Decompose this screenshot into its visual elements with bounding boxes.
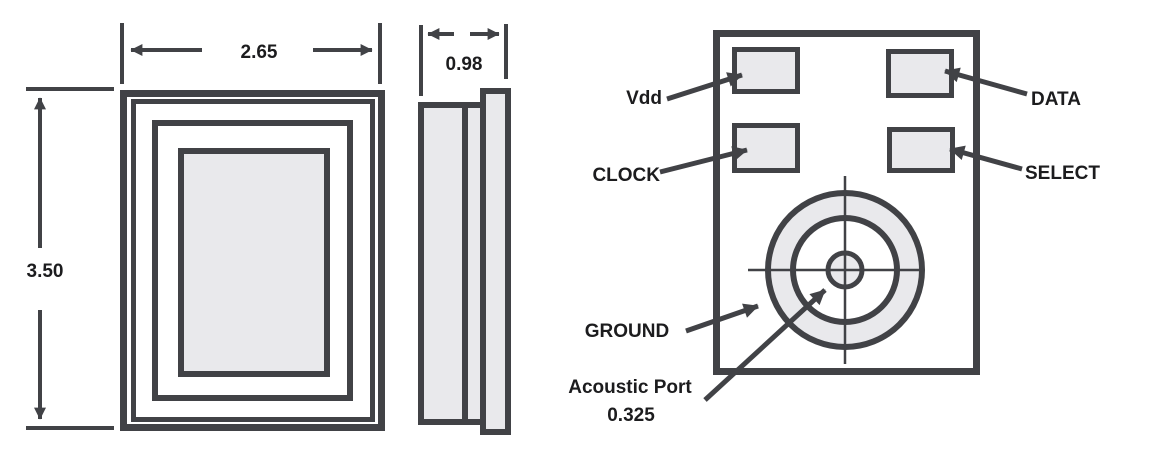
package-outline-rect <box>713 30 980 375</box>
side-view: 0.98 <box>418 24 511 435</box>
thickness-dim-label: 0.98 <box>446 54 483 75</box>
clock-arrow <box>659 146 748 175</box>
side-body-rect <box>418 102 486 425</box>
vdd-arrow <box>666 72 743 102</box>
height-dimension: 3.50 <box>26 87 114 430</box>
clock-pad <box>732 123 800 173</box>
acoustic-port-label: Acoustic Port <box>568 377 692 398</box>
data-pad <box>886 49 954 98</box>
width-dimension: 2.65 <box>120 23 382 84</box>
vdd-pad <box>732 47 800 94</box>
front-outer-rect <box>120 90 385 431</box>
select-pad <box>887 127 955 173</box>
ground-label: GROUND <box>585 321 669 342</box>
select-arrow <box>949 145 1023 172</box>
acoustic-port-dim-label: 0.325 <box>607 405 655 426</box>
data-label: DATA <box>1031 89 1081 110</box>
front-middle-rect <box>131 99 375 422</box>
front-cavity-rect <box>178 148 330 377</box>
side-lid-rect <box>480 88 511 435</box>
data-arrow <box>944 67 1028 97</box>
acoustic-port-arrow <box>703 288 827 402</box>
vdd-label: Vdd <box>626 88 662 109</box>
front-inner-frame-rect <box>152 120 353 401</box>
width-dim-label: 2.65 <box>241 42 278 63</box>
front-view: 2.65 3.50 <box>26 23 385 431</box>
select-label: SELECT <box>1025 163 1100 184</box>
bottom-view: Vdd CLOCK DATA SELECT GROUND Acoustic Po… <box>568 30 1100 426</box>
clock-label: CLOCK <box>592 165 660 186</box>
thickness-dimension: 0.98 <box>419 24 508 96</box>
ground-arrow <box>685 303 759 334</box>
height-dim-label: 3.50 <box>27 261 64 282</box>
